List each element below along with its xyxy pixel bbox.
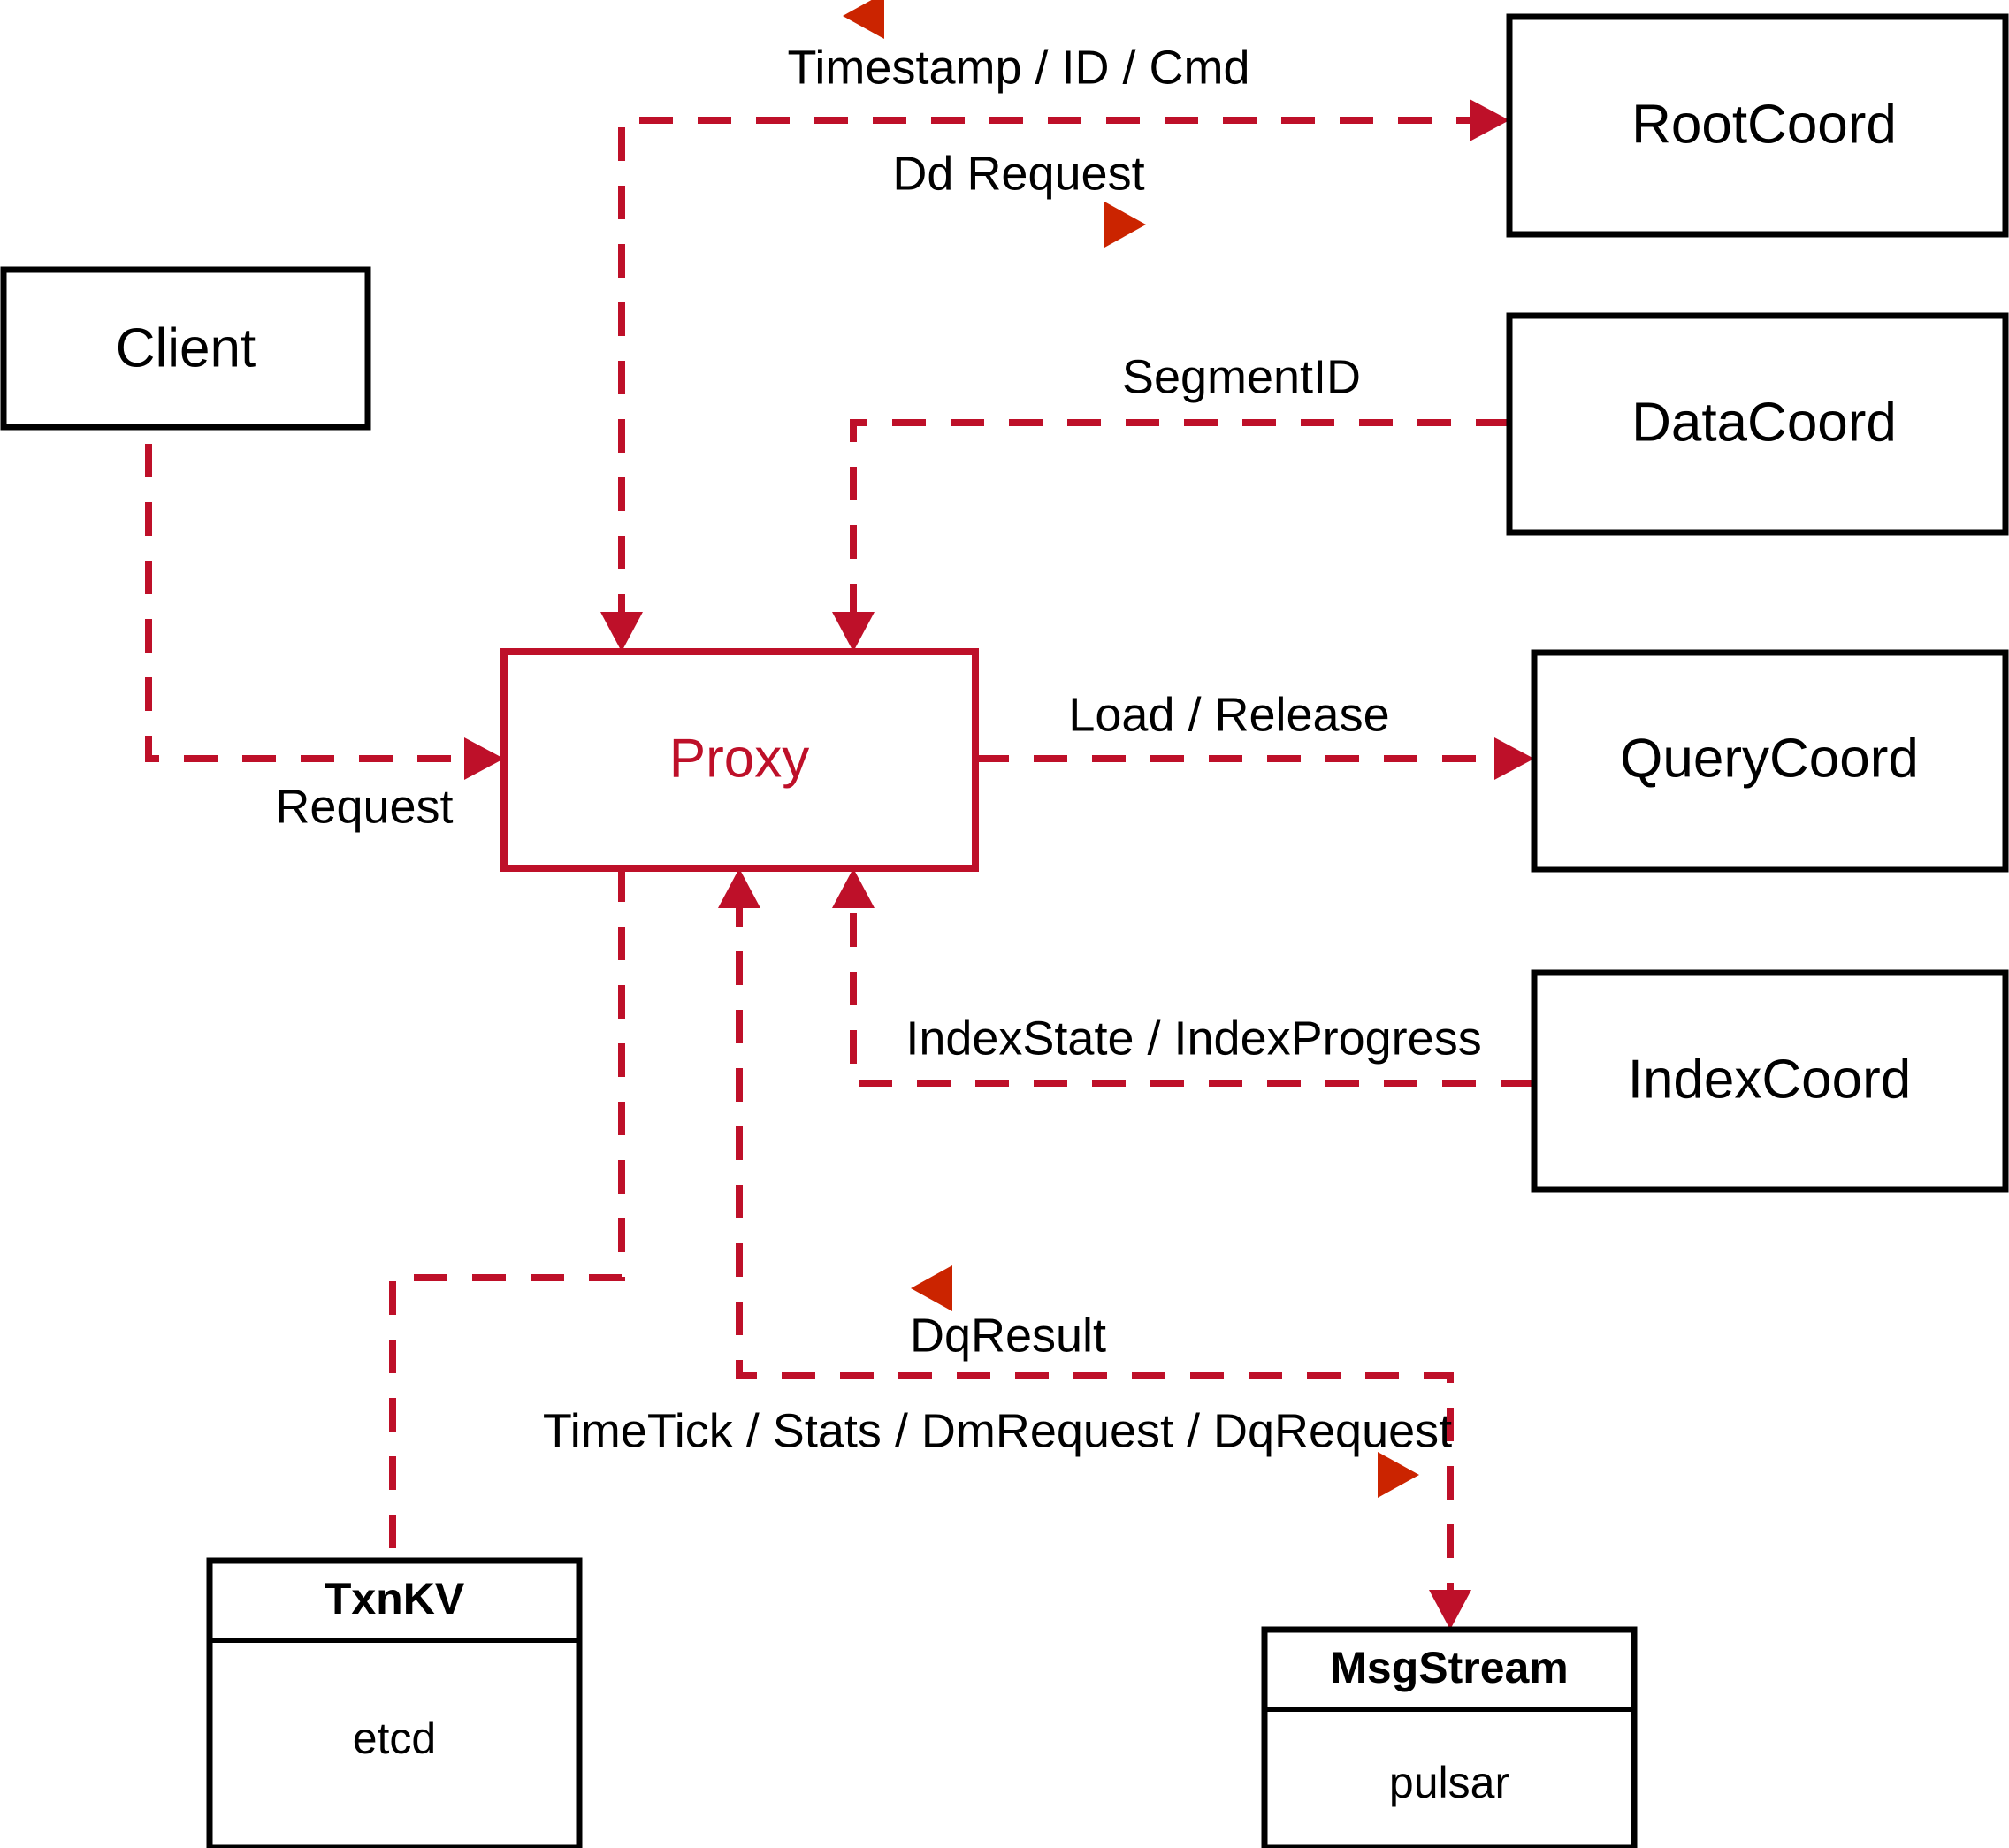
- direction-arrow-dd-request: [1104, 202, 1146, 248]
- node-proxy-label: Proxy: [669, 728, 809, 789]
- node-rootcoord-label: RootCoord: [1631, 94, 1897, 155]
- node-client[interactable]: Client: [0, 266, 371, 431]
- flow-msgstream-to-proxy: [736, 893, 1454, 1605]
- flow-proxy-rootcoord: [618, 117, 1486, 628]
- node-rootcoord[interactable]: RootCoord: [1506, 13, 2009, 238]
- edge-label-request: Request: [275, 780, 453, 833]
- node-client-label: Client: [116, 317, 256, 378]
- direction-arrow-dq-result: [911, 1265, 952, 1311]
- edge-label-dd-request: Dd Request: [892, 147, 1144, 200]
- arrowhead-msgstream-in: [1429, 1590, 1471, 1630]
- edge-label-timestamp-id-cmd: Timestamp / ID / Cmd: [787, 41, 1249, 94]
- arrowhead-proxy-top-right-in: [832, 612, 875, 652]
- edge-label-load-release: Load / Release: [1068, 688, 1389, 741]
- node-datacoord-label: DataCoord: [1631, 392, 1897, 453]
- node-datacoord[interactable]: DataCoord: [1506, 312, 2009, 536]
- arrowhead-client-to-proxy: [464, 737, 504, 780]
- store-txnkv-title: TxnKV: [325, 1574, 465, 1623]
- flow-datacoord-to-proxy: [850, 419, 1509, 628]
- edge-label-segment-id: SegmentID: [1122, 350, 1361, 403]
- edge-label-dq-result: DqResult: [910, 1309, 1106, 1362]
- store-msgstream-title: MsgStream: [1330, 1643, 1569, 1692]
- node-indexcoord[interactable]: IndexCoord: [1531, 969, 2009, 1193]
- store-txnkv[interactable]: TxnKV etcd: [206, 1557, 583, 1848]
- direction-arrow-timetick: [1378, 1452, 1419, 1498]
- arrowhead-proxy-bottom-mid-in: [718, 868, 760, 908]
- store-txnkv-impl: etcd: [353, 1714, 437, 1763]
- arrowhead-proxy-bottom-right-in: [832, 868, 875, 908]
- arrowhead-proxy-top-left-in: [600, 612, 643, 652]
- node-indexcoord-label: IndexCoord: [1628, 1049, 1912, 1110]
- flow-proxy-to-txnkv: [389, 868, 625, 1561]
- store-msgstream-impl: pulsar: [1389, 1758, 1509, 1807]
- node-proxy[interactable]: Proxy: [500, 648, 979, 872]
- store-msgstream[interactable]: MsgStream pulsar: [1261, 1626, 1638, 1848]
- direction-arrow-timestamp: [843, 0, 884, 39]
- edge-label-timetick-stats: TimeTick / Stats / DmRequest / DqRequest: [543, 1404, 1452, 1457]
- arrowhead-rootcoord-in: [1470, 99, 1509, 141]
- node-querycoord[interactable]: QueryCoord: [1531, 649, 2009, 873]
- node-querycoord-label: QueryCoord: [1620, 728, 1919, 789]
- edge-label-index-state-progress: IndexState / IndexProgress: [905, 1012, 1481, 1065]
- arrowhead-querycoord-in: [1494, 737, 1534, 780]
- flow-client-to-proxy: [145, 386, 482, 762]
